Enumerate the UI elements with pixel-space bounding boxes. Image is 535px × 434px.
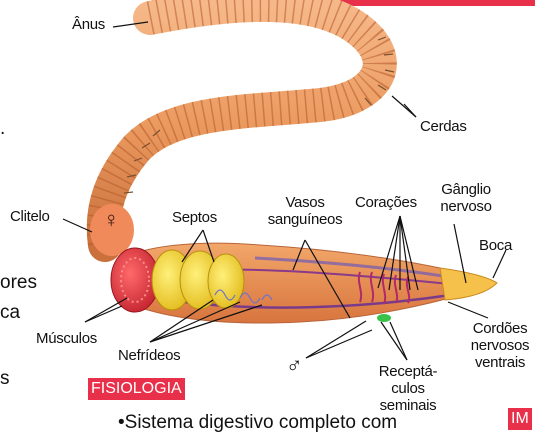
male-symbol: ♂ xyxy=(286,356,302,373)
label-muscles: Músculos xyxy=(36,330,97,347)
label-anus: Ânus xyxy=(72,16,105,33)
head xyxy=(440,268,497,300)
section-badge-fisiologia: FISIOLOGIA xyxy=(88,378,185,400)
label-hearts: Corações xyxy=(355,194,417,211)
label-septa: Septos xyxy=(172,209,217,226)
seminal-receptacles xyxy=(377,314,391,322)
side-text-line3: s xyxy=(0,368,10,390)
side-text-line1: ores xyxy=(0,272,37,294)
label-mouth: Boca xyxy=(479,237,512,254)
label-bristles: Cerdas xyxy=(420,118,467,135)
label-nephridia: Nefrídeos xyxy=(118,347,180,364)
side-text-dot: . xyxy=(0,118,5,140)
side-text-line2: ca xyxy=(0,302,20,324)
label-clitellum: Clitelo xyxy=(10,208,50,225)
bottom-bullet-text: •Sistema digestivo completo com xyxy=(118,412,397,434)
section-badge-right: IM xyxy=(508,408,532,430)
female-symbol: ♀ xyxy=(103,211,119,228)
